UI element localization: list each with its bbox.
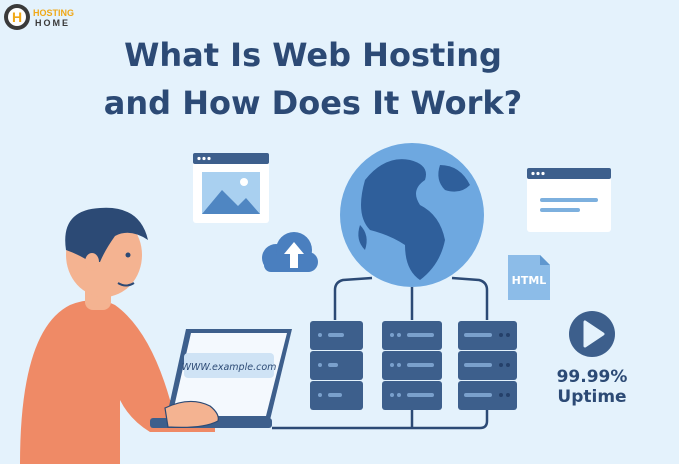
server-rack-1 bbox=[310, 321, 363, 410]
network-lines bbox=[272, 276, 489, 430]
uptime-label: Uptime bbox=[557, 387, 626, 407]
server-rack-3 bbox=[458, 321, 517, 410]
logo-letter: H bbox=[12, 9, 22, 25]
globe-icon bbox=[340, 143, 484, 287]
title-line1: What Is Web Hosting bbox=[124, 36, 502, 74]
url-field[interactable]: WWW.example.com bbox=[182, 362, 277, 373]
html-file-icon: HTML bbox=[508, 255, 550, 300]
html-label: HTML bbox=[512, 274, 547, 287]
uptime-value: 99.99% bbox=[557, 367, 628, 387]
image-window-icon bbox=[193, 153, 269, 223]
logo-line1: HOSTING bbox=[33, 8, 74, 18]
play-button[interactable] bbox=[569, 311, 615, 357]
logo[interactable]: H HOSTING HOME bbox=[4, 4, 74, 30]
play-icon bbox=[583, 320, 605, 348]
server-rack-2 bbox=[382, 321, 442, 410]
person-illustration bbox=[20, 207, 215, 464]
logo-line2: HOME bbox=[35, 18, 70, 28]
cloud-upload-icon bbox=[262, 232, 318, 272]
text-window-icon bbox=[527, 168, 611, 232]
title-line2: and How Does It Work? bbox=[104, 84, 522, 122]
hand bbox=[164, 400, 219, 428]
